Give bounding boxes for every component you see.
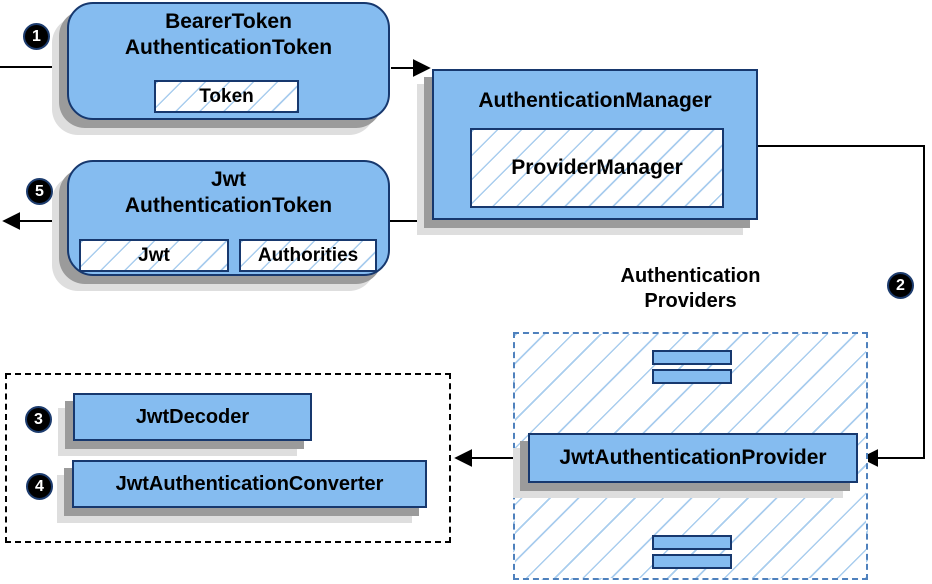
provider-placeholder-bar — [652, 350, 732, 365]
group-title-line2: Providers — [644, 290, 737, 312]
jwt-authentication-provider-label: JwtAuthenticationProvider — [559, 446, 827, 469]
bearer-token-authentication-token-node: BearerToken AuthenticationToken Token — [67, 2, 390, 120]
step-badge-1: 1 — [23, 23, 50, 50]
step-badge-2: 2 — [887, 272, 914, 299]
jwt-label: Jwt — [138, 244, 170, 266]
provider-placeholder-bar — [652, 554, 732, 569]
authorities-label: Authorities — [257, 244, 359, 266]
jwt-decoder-node: JwtDecoder — [73, 393, 312, 441]
jwt-inner-box: Jwt — [79, 239, 229, 272]
decoder-converter-group — [5, 373, 451, 543]
jwt-decoder-label: JwtDecoder — [135, 405, 250, 428]
node-title-line1: BearerToken — [165, 10, 292, 33]
step-badge-3: 3 — [25, 406, 52, 433]
node-title-line1: Jwt — [210, 168, 246, 191]
step-number: 2 — [896, 276, 905, 294]
step-badge-4: 4 — [26, 473, 53, 500]
node-title: Jwt AuthenticationToken — [69, 162, 388, 219]
step-number: 1 — [32, 27, 41, 45]
node-title: AuthenticationManager — [478, 89, 712, 112]
node-title-line2: AuthenticationToken — [124, 36, 333, 59]
step-number: 4 — [35, 477, 44, 495]
node-title: BearerToken AuthenticationToken — [69, 4, 388, 61]
step-number: 5 — [35, 182, 44, 200]
jwt-authentication-converter-node: JwtAuthenticationConverter — [72, 460, 427, 508]
authentication-manager-node: AuthenticationManager ProviderManager — [432, 69, 758, 220]
jwt-authentication-provider-node: JwtAuthenticationProvider — [528, 433, 858, 483]
provider-manager-label: ProviderManager — [511, 156, 683, 179]
jwt-authentication-converter-label: JwtAuthenticationConverter — [115, 472, 384, 495]
step-number: 3 — [34, 410, 43, 428]
manager-to-provider-arrow — [758, 145, 925, 467]
provider-placeholder-bar — [652, 535, 732, 550]
provider-placeholder-bar — [652, 369, 732, 384]
jwt-authentication-token-node: Jwt AuthenticationToken Jwt Authorities — [67, 160, 390, 276]
token-inner-box: Token — [154, 80, 299, 113]
authorities-inner-box: Authorities — [239, 239, 377, 272]
node-title-line2: AuthenticationToken — [124, 194, 333, 217]
authentication-providers-title: Authentication Providers — [513, 264, 868, 314]
group-title-line1: Authentication — [620, 265, 761, 287]
provider-manager-inner-box: ProviderManager — [470, 128, 724, 208]
step-badge-5: 5 — [26, 178, 53, 205]
token-label: Token — [199, 85, 254, 107]
